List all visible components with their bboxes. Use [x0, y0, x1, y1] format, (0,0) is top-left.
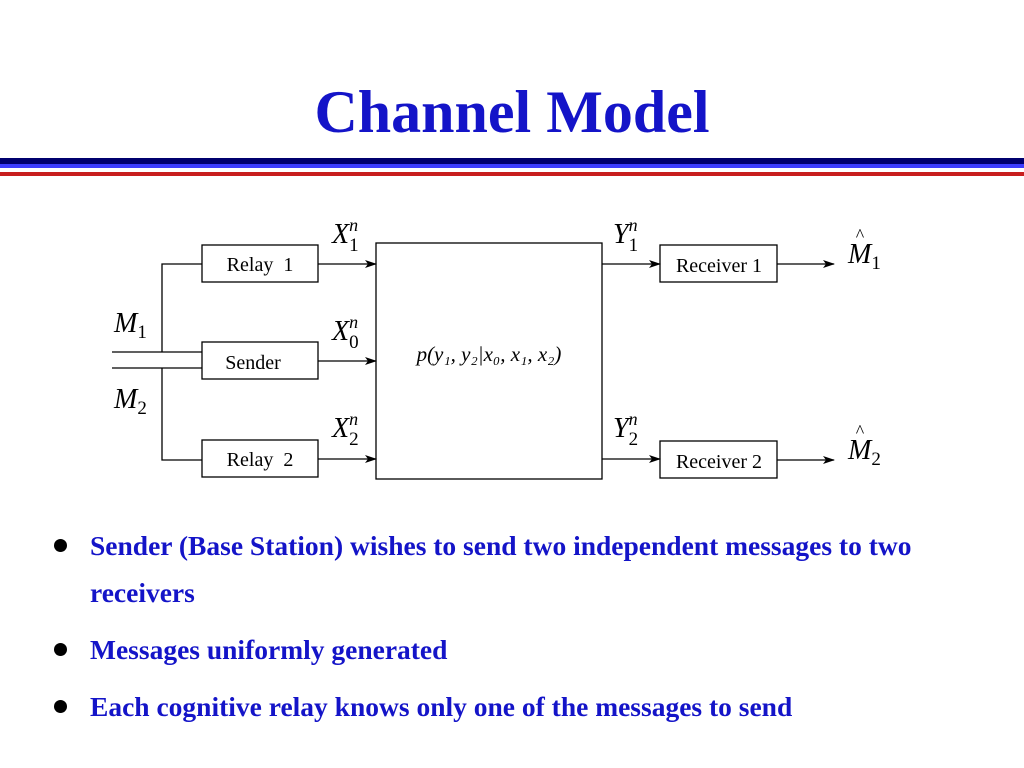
m1-branch-to-relay1 [161, 263, 202, 352]
bullet-list: Sender (Base Station) wishes to send two… [52, 522, 1002, 740]
relay1-box [201, 244, 319, 283]
bullet-dot-icon [54, 700, 67, 713]
bullet-item: Sender (Base Station) wishes to send two… [52, 522, 1002, 616]
signal-arrows [318, 260, 835, 464]
m2-label: M2 [113, 384, 147, 419]
title-rule-bottom [0, 172, 1024, 176]
svg-text:^: ^ [856, 421, 865, 441]
relay2-label: Relay 2 [227, 449, 294, 471]
svg-text:M2: M2 [847, 435, 881, 470]
channel-transition-label: p(y₁, y₂|x₀, x₁, x₂) [415, 342, 562, 366]
mhat2-label: ^ M2 [847, 421, 881, 470]
title-rule-middle [0, 164, 1024, 168]
bullet-dot-icon [54, 539, 67, 552]
relay1-label: Relay 1 [227, 254, 294, 276]
mhat1-label: ^ M1 [847, 225, 881, 274]
receiver1-label: Receiver 1 [676, 255, 762, 277]
bullet-item: Messages uniformly generated [52, 626, 1002, 673]
svg-text:M1: M1 [847, 239, 881, 274]
bullet-text: Sender (Base Station) wishes to send two… [90, 530, 912, 608]
input-wires [112, 263, 202, 461]
bullet-text: Each cognitive relay knows only one of t… [90, 691, 793, 722]
channel-box [375, 242, 603, 480]
title-rule-top [0, 158, 1024, 164]
m2-branch-to-relay2 [161, 368, 202, 461]
receiver2-box [659, 440, 778, 479]
sender-box [201, 341, 319, 380]
slide-title: Channel Model [314, 79, 710, 145]
bullet-text: Messages uniformly generated [90, 634, 448, 665]
m1-label: M1 [113, 308, 147, 343]
bullet-dot-icon [54, 643, 67, 656]
sender-label: Sender [225, 352, 281, 374]
receiver2-label: Receiver 2 [676, 451, 762, 473]
bullet-item: Each cognitive relay knows only one of t… [52, 683, 1002, 730]
svg-text:^: ^ [856, 225, 865, 245]
